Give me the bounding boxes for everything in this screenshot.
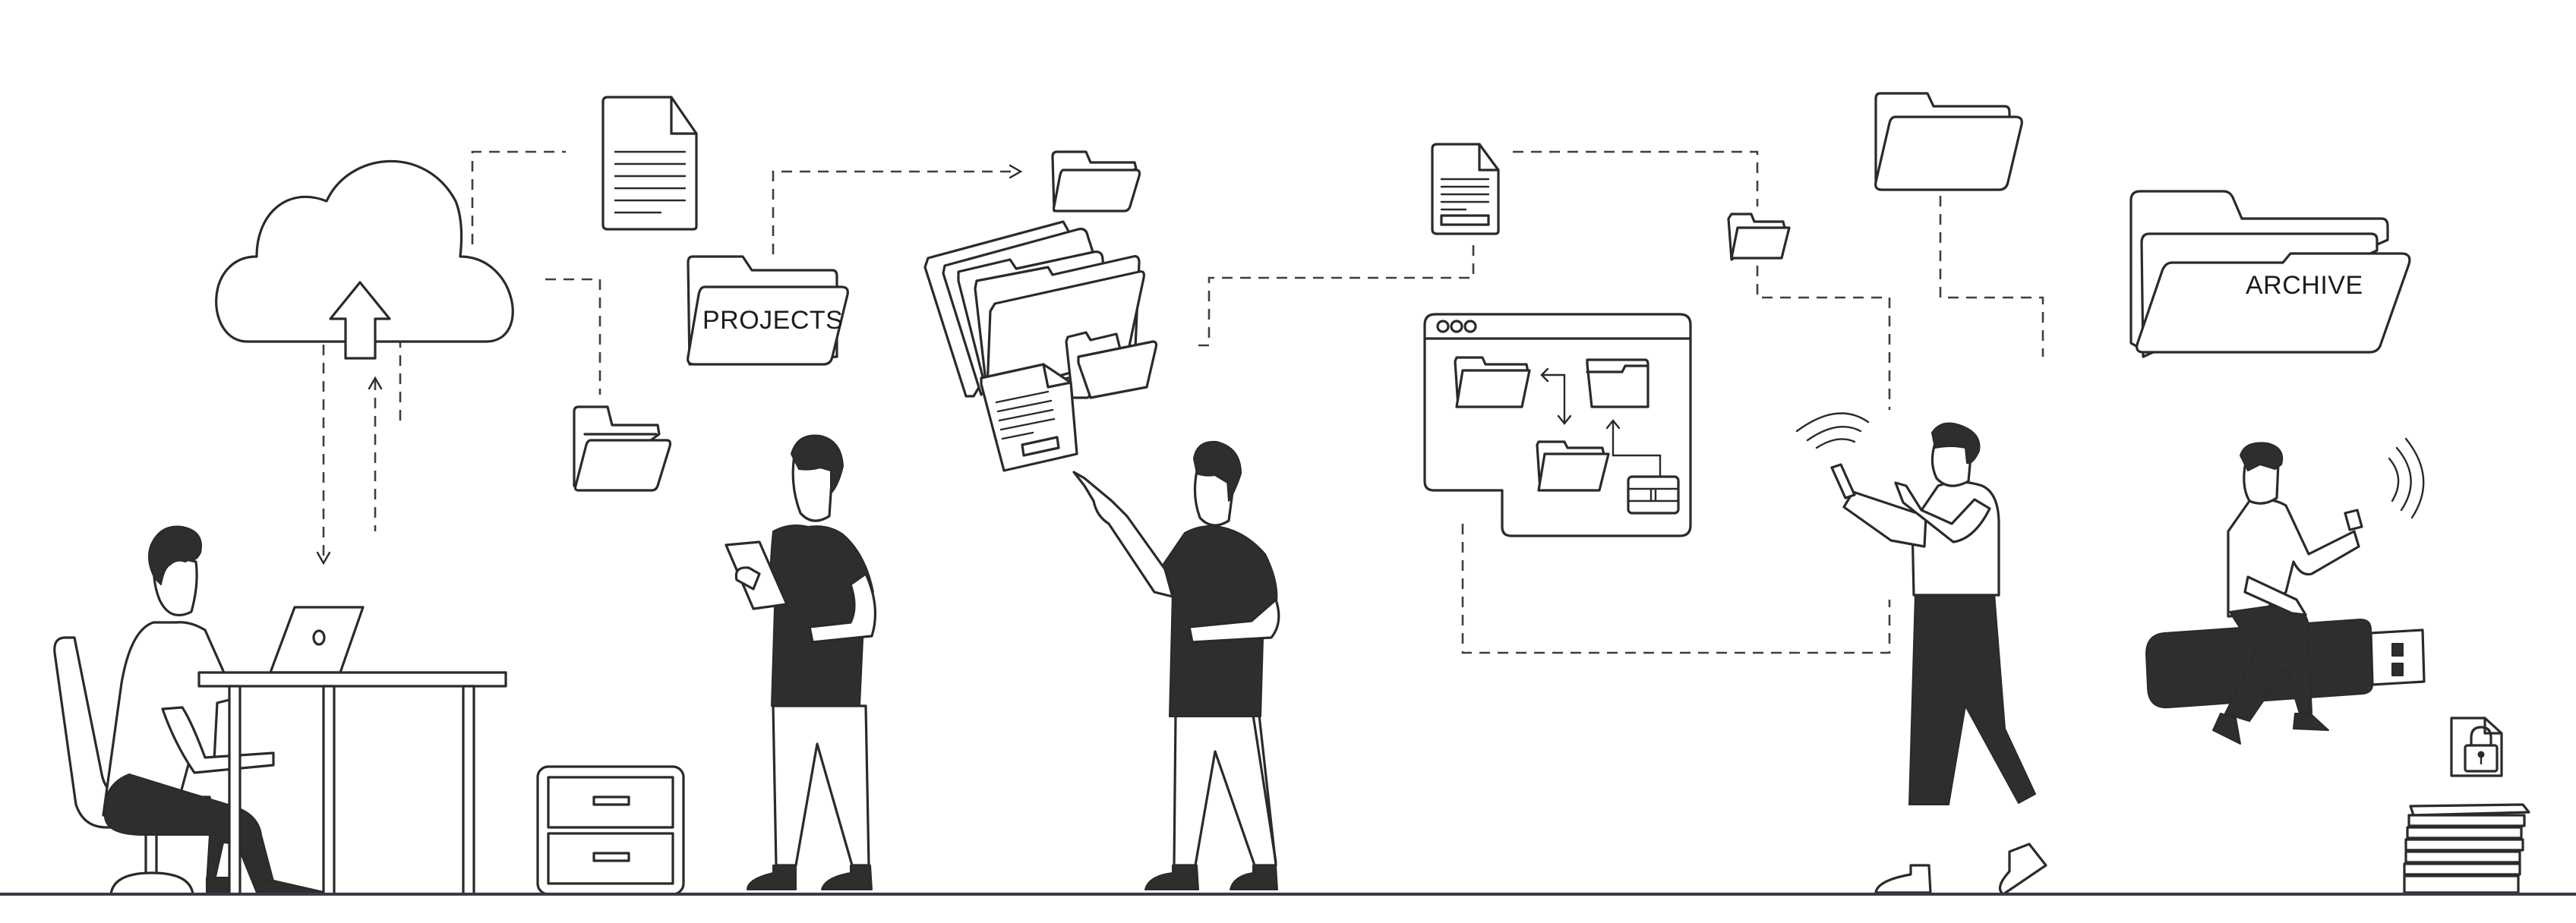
folder-icon-right-small — [1727, 213, 1791, 261]
person-sitting-on-usb-drive — [2145, 437, 2426, 745]
document-icon-center — [1431, 143, 1500, 235]
projects-folder-label: PROJECTS — [702, 306, 843, 335]
person-walking-with-phone — [1795, 412, 2047, 896]
projects-folder-icon: PROJECTS — [687, 255, 849, 366]
folder-icon — [573, 405, 672, 492]
folder-icon-small — [1051, 150, 1141, 213]
filing-cabinet-icon — [536, 765, 685, 896]
person-pointing-at-document — [1072, 440, 1280, 890]
cloud-upload-icon — [215, 159, 514, 360]
archive-folder-icon: ARCHIVE — [2129, 190, 2411, 358]
person-at-desk-laptop — [53, 525, 507, 896]
file-manager-window-icon — [1423, 313, 1692, 537]
locked-file-icon — [2450, 717, 2503, 777]
archive-folder-label: ARCHIVE — [2246, 271, 2363, 300]
person-with-tablet — [724, 434, 877, 890]
document-icon — [601, 96, 698, 231]
folder-icon-top-right — [1874, 92, 2023, 191]
stacked-folders-icon — [923, 220, 1158, 472]
book-stack-icon — [2403, 803, 2530, 894]
dashed-connectors — [322, 150, 2044, 654]
